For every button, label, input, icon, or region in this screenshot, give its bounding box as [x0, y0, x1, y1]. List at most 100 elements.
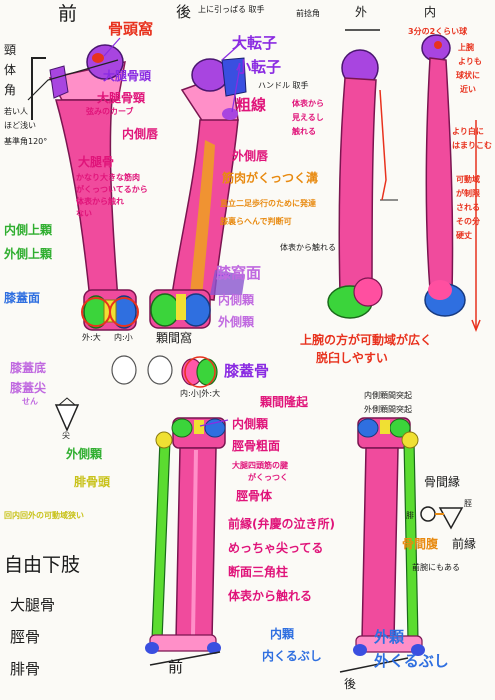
tibia-front — [145, 417, 226, 666]
tibia-back — [339, 417, 425, 673]
inner-small-label: 内:小 — [114, 333, 133, 342]
neck-angle-2: 体 — [4, 63, 17, 77]
section-note: 断面三角柱 — [228, 565, 289, 579]
femur-front — [27, 44, 139, 331]
med-malleolus2-label: 内くるぶし — [262, 649, 322, 663]
tibia-body-label: 脛骨体 — [236, 489, 273, 503]
femur-back — [149, 57, 247, 329]
tibia-lat-ic-label: 外側顆間突起 — [364, 405, 412, 414]
upper-arm-note: 上腕の方が可動域が広く — [300, 333, 433, 347]
outer-large-label: 外:大 — [82, 333, 101, 342]
med-malleolus-label: 内顆 — [270, 627, 295, 641]
neck-curve-label: 弦みのカーブ — [86, 107, 134, 116]
ball-note-8: 可動域 — [456, 175, 480, 184]
fossa-label: 骨頭窩 — [108, 20, 154, 38]
summary-free: 自由下肢 — [4, 554, 81, 576]
greater-troch-label: 大転子 — [232, 34, 278, 52]
lat-condyle-label: 外側顆 — [218, 315, 255, 329]
tibia-lat-condyle-label: 外側顆 — [66, 447, 103, 461]
lat-lip-label: 外側唇 — [232, 149, 269, 163]
pointer-lines — [103, 37, 241, 427]
interosseous-fib: 腓 — [406, 511, 414, 520]
summary-tibia: 脛骨 — [10, 628, 41, 646]
intercondylar-label: 顆間窩 — [156, 331, 193, 345]
ball-note-11: その分 — [456, 217, 480, 226]
surface-touch-2: 見えるし — [292, 113, 324, 122]
arrow-marks — [379, 89, 481, 333]
inner-lip-label: 内側唇 — [122, 127, 159, 141]
patellar-surface-label: 膝蓋面 — [4, 291, 41, 305]
back-title: 後 — [176, 3, 192, 21]
tibia-front-title: 前 — [168, 658, 184, 676]
ball-note-2: 上腕 — [458, 43, 474, 52]
summary-fibula: 腓骨 — [10, 660, 41, 678]
patella-apex-sub: せん — [22, 397, 38, 406]
tibia-med-condyle-label: 内側顆 — [232, 417, 269, 431]
patella-inner-outer: 内:小|外:大 — [180, 389, 221, 398]
ball-note-12: 硬丈 — [456, 231, 472, 240]
body-note-1: かなり大きな筋肉 — [76, 173, 140, 182]
body-note-2: がくっついてるから — [76, 185, 148, 194]
anteversion-label: 前捻角 — [296, 9, 320, 18]
body-note-4: ない — [76, 209, 92, 218]
patella-base-label: 膝蓋底 — [10, 361, 47, 375]
note-shallow: ほど浅い — [4, 121, 36, 130]
neck-label: 大腿骨頸 — [97, 91, 146, 105]
patella-apex-label: 膝蓋尖 — [10, 381, 47, 395]
ball-note-7: はまりこむ — [452, 141, 492, 150]
ball-note-1: 3分の2くらい球 — [408, 27, 468, 36]
groove-label: 筋肉がくっつく溝 — [222, 171, 319, 185]
neck-angle-1: 頸 — [4, 43, 17, 57]
linea-label: 粗線 — [236, 96, 267, 114]
ball-note-5: 近い — [460, 85, 476, 94]
interosseous-title: 骨間縁 — [424, 475, 461, 489]
popliteal-label: 膝窩面 — [216, 264, 262, 282]
ball-note-4: 球状に — [456, 71, 480, 80]
summary-femur: 大腿骨 — [10, 596, 56, 614]
femur-side-lateral — [327, 29, 398, 319]
anterior-border-label: 前縁(弁慶の泣き所) — [228, 517, 335, 531]
med-side-label: 内 — [424, 5, 437, 19]
rear-note: 直立二足歩行のために発達 — [220, 199, 316, 208]
interosseous-edge: 骨間腹 — [402, 537, 439, 551]
med-epicondyle-label: 内側上顆 — [4, 223, 53, 237]
ball-note-3: よりも — [458, 57, 482, 66]
patella-name-label: 膝蓋骨 — [224, 362, 270, 380]
note-young: 若い人 — [4, 107, 28, 116]
lat-side-label: 外 — [355, 5, 368, 19]
sharp-note: めっちゃ尖ってる — [228, 541, 324, 555]
ball-note-9: が制限 — [456, 189, 480, 198]
femur-side-medial — [421, 34, 466, 317]
interosseous-diagram — [420, 506, 464, 530]
body-note-3: 体表から触れ — [76, 197, 124, 206]
surface-touch-3: 触れる — [292, 127, 316, 136]
lesser-troch-label: 小転子 — [236, 58, 282, 76]
interosseous-front: 前縁 — [452, 537, 477, 551]
lat-malleolus2-label: 外くるぶし — [374, 652, 449, 670]
tibia-med-ic-label: 内側顆間突起 — [364, 391, 412, 400]
head-label: 大腿骨頭 — [103, 69, 152, 83]
back-knee-label: 膝裏らへんで判断可 — [220, 217, 292, 226]
tibia-intercondylar-label: 顆間隆起 — [260, 395, 309, 409]
lat-epicondyle-label: 外側上顆 — [4, 247, 53, 261]
quad-label: 大腿四頭筋の腱 — [232, 461, 288, 470]
femur-body-label: 大腿骨 — [78, 155, 115, 169]
surface-touch-4: 体表から触れる — [280, 243, 336, 252]
patella-tip: 尖 — [62, 431, 70, 440]
neck-angle-3: 角 — [4, 83, 17, 97]
fibula-head-label: 腓骨頭 — [74, 475, 111, 489]
ball-note-6: より白に — [452, 127, 484, 136]
handle-label: ハンドル 取手 — [258, 81, 309, 90]
patella-drawings — [54, 355, 218, 432]
lat-malleolus-label: 外顆 — [374, 628, 405, 646]
tibia-tuberosity-label: 脛骨粗面 — [232, 439, 281, 453]
back-note: 上に引っぱる 取手 — [198, 5, 265, 14]
dislocate-note: 脱臼しやすい — [316, 351, 388, 365]
med-condyle-label: 内側顆 — [218, 293, 255, 307]
tibia-back-title: 後 — [344, 677, 357, 691]
interosseous-forearm: 前腕にもある — [412, 563, 460, 572]
touch-note: 体表から触れる — [228, 589, 313, 603]
front-title: 前 — [58, 3, 78, 25]
surface-touch-1: 体表から — [292, 99, 324, 108]
